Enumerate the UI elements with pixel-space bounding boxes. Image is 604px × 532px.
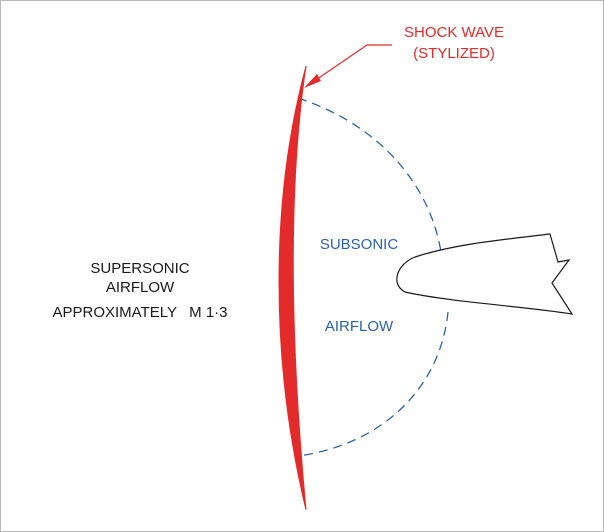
subsonic-label: SUBSONIC <box>320 236 399 253</box>
shock-wave-shape <box>278 65 307 511</box>
shock-label-line2: (STYLIZED) <box>413 45 495 62</box>
shock-label-line1: SHOCK WAVE <box>404 24 504 41</box>
airfoil-outline <box>396 233 574 315</box>
shock-arrowhead <box>304 74 321 88</box>
airflow-label: AIRFLOW <box>325 318 394 335</box>
supersonic-label-line2: AIRFLOW <box>106 279 175 296</box>
supersonic-label-line1: SUPERSONIC <box>90 260 189 277</box>
shock-leader-line <box>306 44 392 87</box>
subsonic-boundary-dashed <box>297 97 449 457</box>
supersonic-label-mach: APPROXIMATELY M 1·3 <box>52 304 227 321</box>
